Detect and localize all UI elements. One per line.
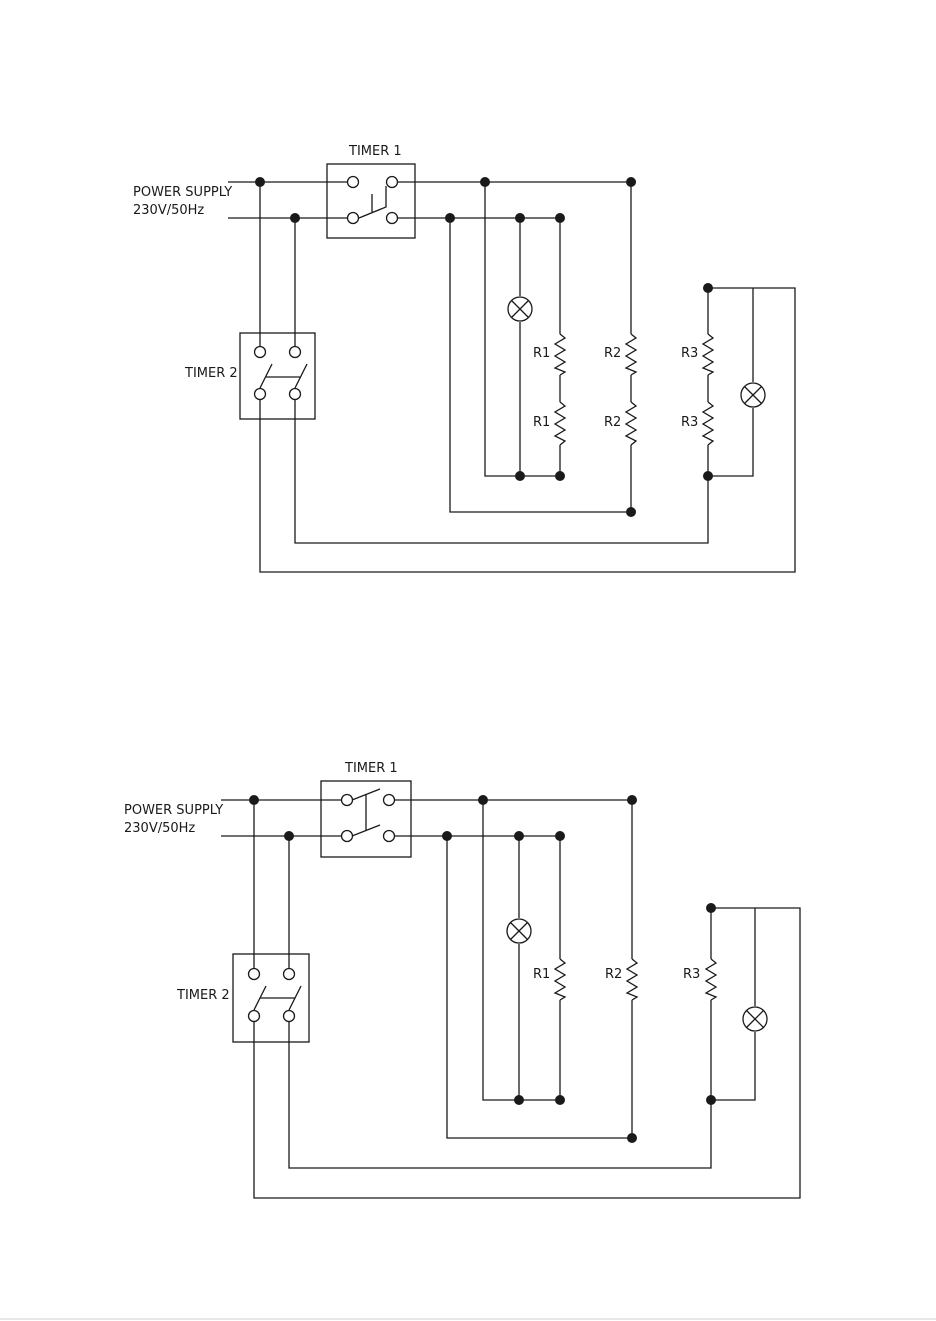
power-supply-label: POWER SUPPLY <box>133 185 232 200</box>
timer-1-label: TIMER 1 <box>344 761 398 776</box>
timer-1-switch <box>327 164 415 238</box>
power-supply-label: POWER SUPPLY <box>124 803 223 818</box>
power-supply-rating: 230V/50Hz <box>133 203 204 218</box>
resistor-r3 <box>706 959 716 1000</box>
lamp-icon <box>743 1007 767 1031</box>
lamp-icon <box>508 297 532 321</box>
resistor-r3-lower <box>703 402 713 445</box>
resistor-label: R1 <box>533 967 550 982</box>
resistor-label: R2 <box>604 415 621 430</box>
wires <box>228 182 795 572</box>
lamp-icon <box>507 919 531 943</box>
resistor-label: R3 <box>683 967 700 982</box>
resistor-label: R2 <box>605 967 622 982</box>
lamp-icon <box>741 383 765 407</box>
resistor-r2 <box>627 959 637 1000</box>
power-supply-rating: 230V/50Hz <box>124 821 195 836</box>
diagram-2: POWER SUPPLY 230V/50Hz TIMER 1 TIMER 2 <box>124 761 800 1198</box>
resistor-r2-lower <box>626 402 636 445</box>
timer-1-label: TIMER 1 <box>348 144 402 159</box>
resistor-label: R3 <box>681 346 698 361</box>
timer-2-label: TIMER 2 <box>184 366 238 381</box>
diagram-1: POWER SUPPLY 230V/50Hz TIMER 1 TIMER 2 <box>133 144 795 572</box>
resistor-r3-upper <box>703 334 713 375</box>
timer-1-switch <box>321 781 411 857</box>
resistor-r1 <box>555 959 565 1000</box>
resistor-r1-upper <box>555 334 565 375</box>
resistor-label: R1 <box>533 415 550 430</box>
resistor-label: R2 <box>604 346 621 361</box>
resistor-r2-upper <box>626 334 636 375</box>
resistor-label: R3 <box>681 415 698 430</box>
resistor-r1-lower <box>555 402 565 445</box>
timer-2-label: TIMER 2 <box>176 988 230 1003</box>
resistor-label: R1 <box>533 346 550 361</box>
timer-2-switch <box>240 333 315 419</box>
timer-2-switch <box>233 954 309 1042</box>
junction-dots <box>255 177 713 517</box>
